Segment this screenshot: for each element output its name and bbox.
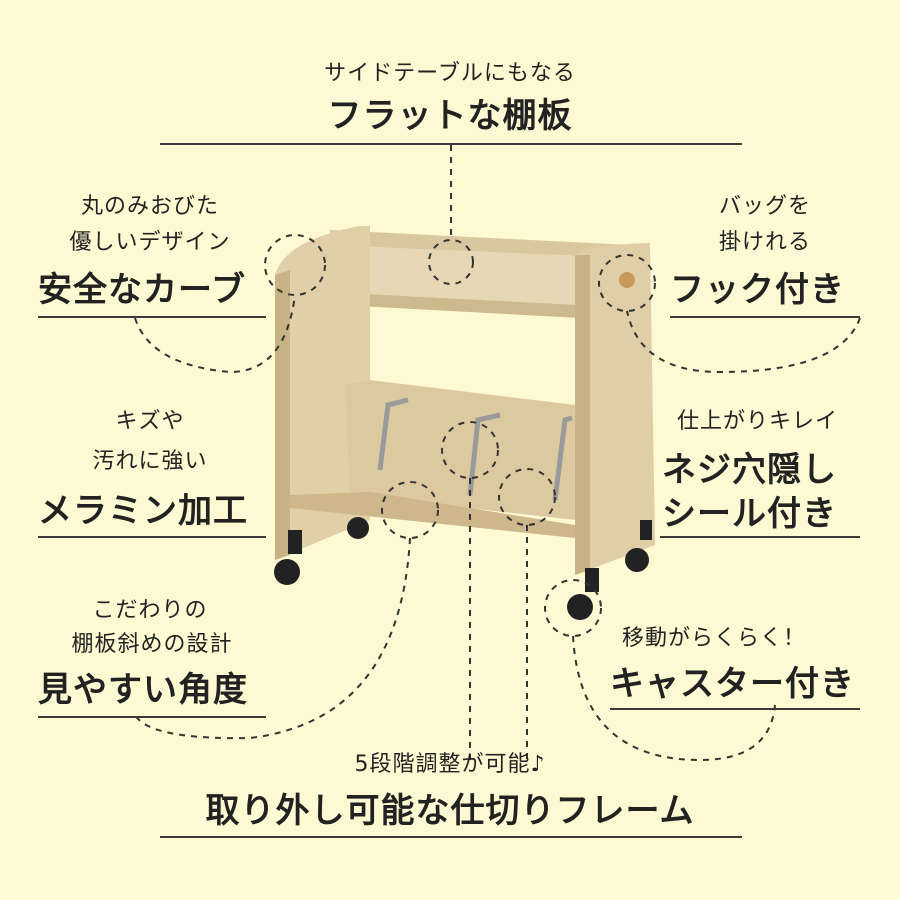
left2-subtitle-2: 汚れに強い bbox=[92, 449, 208, 474]
top-callout-underline bbox=[160, 143, 742, 145]
left1-underline bbox=[38, 316, 266, 318]
right3-title: キャスター付き bbox=[610, 664, 855, 704]
divider-frame bbox=[467, 412, 501, 496]
divider-frame bbox=[552, 415, 573, 501]
rack-right-side bbox=[575, 243, 655, 575]
right3-underline bbox=[610, 708, 860, 710]
right1-subtitle-1: バッグを bbox=[718, 194, 811, 219]
left3-underline bbox=[38, 716, 266, 718]
right2-title-2: シール付き bbox=[662, 494, 837, 534]
rack-top-shelf bbox=[285, 245, 630, 305]
hook bbox=[619, 272, 635, 288]
right2-subtitle: 仕上がりキレイ bbox=[676, 409, 838, 434]
rack-right-side-edge bbox=[575, 255, 590, 575]
bottom-callout-subtitle: 5段階調整が可能♪ bbox=[354, 752, 546, 777]
left3-subtitle-1: こだわりの bbox=[92, 598, 208, 623]
left3-subtitle-2: 棚板斜めの設計 bbox=[71, 632, 233, 657]
right1-underline bbox=[670, 316, 860, 318]
right2-title-1: ネジ穴隠し bbox=[662, 450, 837, 490]
casters bbox=[274, 517, 652, 620]
left1-subtitle-2: 優しいデザイン bbox=[69, 230, 231, 255]
top-callout-subtitle: サイドテーブルにもなる bbox=[324, 61, 576, 86]
rack-left-side bbox=[275, 226, 370, 560]
divider-frame bbox=[377, 397, 409, 471]
left3-title: 見やすい角度 bbox=[38, 670, 248, 710]
right1-title: フック付き bbox=[670, 270, 845, 310]
top-callout-title: フラットな棚板 bbox=[327, 96, 573, 136]
left2-underline bbox=[38, 536, 266, 538]
rack-left-side-edge bbox=[275, 270, 290, 560]
left2-subtitle-1: キズや bbox=[115, 409, 185, 434]
rack-bottom-board bbox=[290, 492, 575, 538]
left1-title: 安全なカーブ bbox=[38, 270, 246, 310]
rack-illustration bbox=[274, 226, 655, 620]
right1-subtitle-2: 掛けれる bbox=[718, 230, 811, 255]
bottom-callout-underline bbox=[160, 836, 742, 838]
right3-subtitle: 移動がらくらく！ bbox=[622, 626, 807, 651]
left2-title: メラミン加工 bbox=[38, 491, 248, 531]
left1-subtitle-1: 丸のみおびた bbox=[80, 194, 219, 219]
bottom-callout-title: 取り外し可能な仕切りフレーム bbox=[205, 791, 695, 831]
right2-underline bbox=[660, 536, 860, 538]
leader-lines bbox=[134, 145, 861, 762]
rack-slanted-shelf bbox=[345, 380, 575, 520]
